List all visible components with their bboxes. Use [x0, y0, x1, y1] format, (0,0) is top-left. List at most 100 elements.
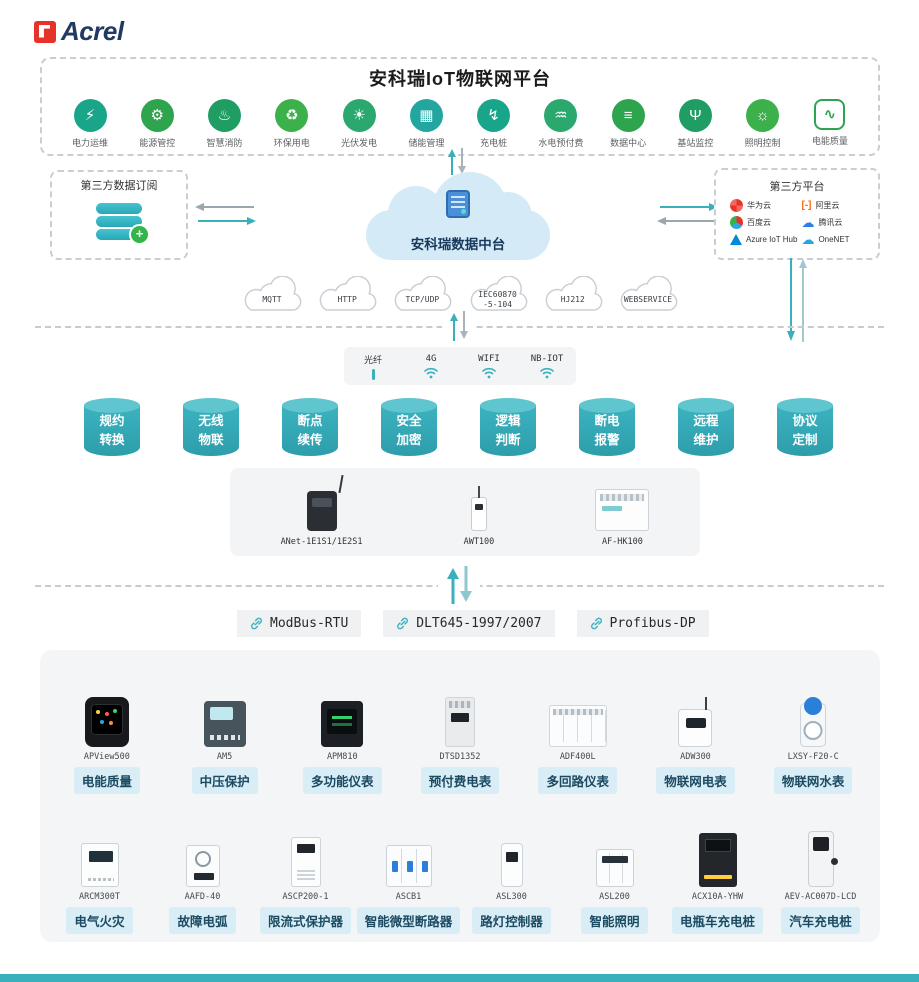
- device-model: ACX10A-YHW: [691, 892, 744, 902]
- app-item: ♒水电预付费: [529, 99, 593, 149]
- gateway-item: AF-HK100: [595, 489, 650, 547]
- device-category-pill: 多功能仪表: [303, 767, 382, 794]
- device-category-pill: 电能质量: [73, 767, 140, 794]
- field-protocol-chip: Profibus-DP: [576, 610, 709, 637]
- device-card: ADF400L 多回路仪表: [519, 705, 637, 794]
- connectivity-label: WIFI: [478, 353, 500, 364]
- device-image-ascp200: [290, 837, 321, 887]
- subscription-title: 第三方数据订阅: [80, 180, 158, 192]
- protocol-cloud: IEC60870 -5-104: [462, 276, 534, 316]
- device-model: APM810: [326, 752, 358, 762]
- app-glyph: ☼: [755, 107, 770, 124]
- capability-cylinder: 协议 定制: [777, 398, 833, 456]
- alibaba-cloud-icon: [801, 199, 811, 212]
- prepaid-water-power-icon: ♒: [544, 99, 578, 132]
- vertical-bidirectional-arrow-icon: [784, 258, 812, 347]
- app-item: ↯ 充电桩: [462, 99, 526, 149]
- device-model: ASCP200-1: [282, 892, 329, 902]
- app-icon-row: ⚡电力运维 ⚙ 能源管控 ♨智慧消防 ♻环保用电 ☀光伏发电 ▦ 储能管理 ↯ 充电桩…: [42, 91, 878, 149]
- updown-arrow-icon: [442, 311, 476, 346]
- capability-label: 断电 报警: [594, 414, 620, 447]
- device-model: AAFD-40: [184, 892, 221, 902]
- capability-cylinder: 规约 转换: [84, 398, 140, 456]
- app-label: 基站监控: [677, 138, 714, 148]
- device-model: LXSY-F20-C: [787, 752, 839, 762]
- thirdparty-title: 第三方平台: [769, 181, 825, 193]
- app-item: ♨智慧消防: [193, 99, 257, 149]
- app-glyph: ↯: [487, 107, 500, 124]
- capability-label: 断点 续传: [297, 414, 323, 447]
- protocol-cloud-label: MQTT: [262, 294, 282, 304]
- app-item: ☀光伏发电: [327, 99, 391, 149]
- energy-mgmt-icon: ⚙: [140, 99, 174, 132]
- updown-arrow-icon-large: [438, 566, 480, 609]
- provider-name: 百度云: [747, 218, 771, 227]
- protocol-cloud-label: WEBSERVICE: [623, 294, 673, 304]
- gateway-item: ANet-1E1S1/1E2S1: [280, 491, 363, 547]
- device-image-am5: [203, 701, 246, 747]
- data-center-icon: ≡: [611, 99, 645, 132]
- gateway-model: ANet-1E1S1/1E2S1: [280, 537, 363, 547]
- protocol-cloud-label: HTTP: [337, 294, 357, 304]
- capability-cylinder: 断电 报警: [579, 398, 635, 456]
- app-glyph: Ψ: [689, 107, 702, 124]
- field-protocol-label: DLT645-1997/2007: [416, 616, 542, 631]
- energy-storage-icon: ▦: [409, 99, 443, 132]
- charging-pile-icon: ↯: [477, 99, 511, 132]
- protocol-cloud: HTTP: [311, 276, 383, 316]
- provider-name: 阿里云: [815, 201, 840, 210]
- provider-name: 华为云: [747, 201, 771, 210]
- connectivity-item: 光纤: [344, 347, 402, 385]
- device-image-apview500: [84, 697, 129, 747]
- app-item: ♻环保用电: [260, 99, 324, 149]
- capability-cylinder: 断点 续传: [282, 398, 338, 456]
- app-label: 光伏发电: [341, 138, 378, 148]
- app-glyph: ≡: [623, 107, 633, 124]
- capability-cylinder: 远程 维护: [678, 398, 734, 456]
- device-image-asl300: [500, 843, 523, 887]
- provider-name: 腾讯云: [818, 218, 843, 227]
- connectivity-item: WIFI: [460, 347, 518, 385]
- provider-item: Azure IoT Hub: [730, 233, 797, 246]
- connectivity-item: 4G: [402, 347, 460, 385]
- base-station-icon: Ψ: [678, 99, 712, 132]
- app-label: 电能质量: [811, 136, 848, 146]
- gateway-item: AWT100: [464, 486, 494, 547]
- provider-grid: 华为云 阿里云 百度云 ☁腾讯云 Azure IoT Hub ☁OneNET: [716, 194, 878, 246]
- provider-item: 百度云: [730, 216, 797, 229]
- gateway-image-awt100: [470, 486, 487, 531]
- provider-item: ☁腾讯云: [801, 216, 868, 229]
- connectivity-bar: 光纤 4G WIFI NB-IOT: [344, 347, 576, 385]
- app-label: 储能管理: [408, 138, 445, 148]
- device-image-aafd40: [185, 845, 220, 887]
- app-item: ⚡电力运维: [58, 99, 122, 149]
- device-model: ADF400L: [559, 752, 596, 762]
- connectivity-item: NB-IOT: [518, 347, 576, 385]
- thirdparty-panel: 第三方平台 华为云 阿里云 百度云 ☁腾讯云 Azure IoT Hub ☁On…: [714, 168, 880, 260]
- device-image-apm810: [321, 701, 364, 747]
- provider-item: 华为云: [730, 199, 797, 212]
- protocol-cloud-row: MQTT HTTP TCP/UDP IEC60870 -5-104 HJ212 …: [236, 276, 684, 316]
- app-label: 充电桩: [480, 138, 508, 148]
- app-label: 能源管控: [139, 138, 176, 148]
- app-item: ▦ 储能管理: [394, 99, 458, 149]
- protocol-cloud: MQTT: [236, 276, 308, 316]
- field-protocol-chip: ModBus-RTU: [237, 610, 362, 637]
- device-image-dtsd1352: [445, 697, 476, 747]
- device-category-pill: 多回路仪表: [538, 767, 617, 794]
- app-label: 环保用电: [273, 138, 310, 148]
- device-image-arcm300t: [80, 843, 119, 887]
- connectivity-label: 4G: [425, 353, 437, 364]
- protocol-cloud: HJ212: [537, 276, 609, 316]
- field-protocol-label: ModBus-RTU: [270, 616, 349, 631]
- server-icon: [446, 190, 470, 218]
- device-model: AM5: [216, 752, 233, 762]
- fire-safety-icon: ♨: [208, 99, 242, 132]
- device-model: ADW300: [680, 752, 711, 762]
